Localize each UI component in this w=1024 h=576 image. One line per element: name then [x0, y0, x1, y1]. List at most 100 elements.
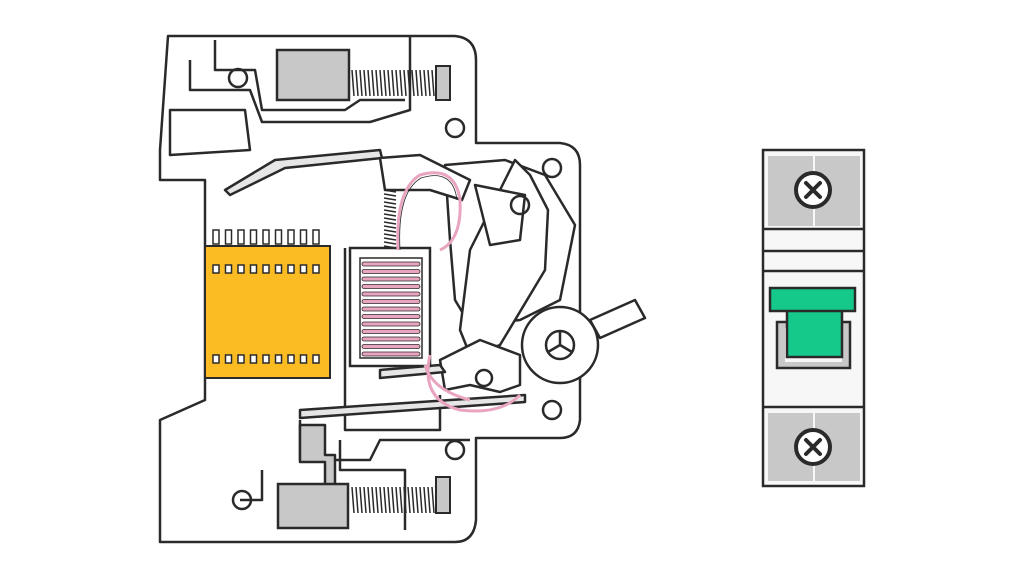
- screw-spring-bottom: [351, 486, 355, 514]
- coil-winding: [361, 276, 421, 282]
- hub-spokes: [547, 331, 573, 354]
- coil-winding: [361, 336, 421, 342]
- screw-spring-top: [407, 69, 411, 97]
- screw-spring-bottom: [427, 486, 431, 514]
- screw-spring-top: [431, 69, 435, 97]
- arc-plate-tab: [262, 229, 270, 245]
- screw-spring-top: [423, 69, 427, 97]
- trip-spring: [383, 233, 397, 237]
- trip-spring: [383, 221, 397, 225]
- screw-spring-top: [399, 69, 403, 97]
- arc-chute-slot: [212, 264, 220, 274]
- arc-plate-tab: [287, 229, 295, 245]
- arc-chute-slot: [274, 264, 283, 274]
- screw-spring-bottom: [431, 486, 435, 514]
- coil-winding: [361, 351, 421, 357]
- screw-spring-top: [355, 69, 359, 97]
- toggle-lever-cap[interactable]: [768, 286, 857, 313]
- latch-plate: [168, 108, 252, 157]
- screw-spring-top: [379, 69, 383, 97]
- arc-chute-slot: [224, 354, 233, 364]
- trip-spring: [383, 205, 397, 209]
- coil-winding: [361, 329, 421, 334]
- coil-wire-outline: [399, 175, 458, 251]
- terminal-screw-springs: [351, 69, 435, 514]
- coil-winding: [361, 261, 421, 267]
- screw-cross-icon: [794, 428, 832, 466]
- arc-chute-slot: [237, 264, 245, 274]
- mount-hole: [231, 489, 253, 511]
- arc-chute-slot: [274, 354, 283, 364]
- screw-spring-top: [403, 69, 407, 97]
- screw-spring-top: [411, 69, 415, 97]
- arc-chute-slot: [287, 264, 295, 274]
- inner-wall-top: [188, 36, 412, 124]
- coil-winding: [361, 314, 421, 319]
- trip-spring: [383, 241, 397, 245]
- mount-hole: [541, 157, 563, 179]
- trip-spring: [383, 237, 397, 241]
- arc-chute-slot: [299, 264, 308, 274]
- toggle-lever-stem[interactable]: [785, 308, 844, 359]
- screw-spring-top: [375, 69, 379, 97]
- screw-spring-bottom: [359, 486, 363, 514]
- arc-chute-slots: [212, 229, 320, 364]
- arc-chute-slot: [224, 264, 233, 274]
- screw-spring-bottom: [415, 486, 419, 514]
- screw-spring-bottom: [403, 486, 407, 514]
- trip-spring: [383, 225, 397, 229]
- coil-winding: [361, 269, 421, 274]
- mount-hole: [444, 117, 466, 139]
- coil-winding: [361, 344, 421, 349]
- coil-winding: [361, 306, 421, 312]
- mechanism-plate: [343, 248, 442, 432]
- screw-spring-top: [351, 69, 355, 97]
- screw-spring-bottom: [363, 486, 367, 514]
- mount-hole: [509, 194, 531, 216]
- screw-spring-top: [359, 69, 363, 97]
- mount-hole: [541, 399, 563, 421]
- trip-spring: [383, 189, 397, 193]
- screw-spring-top: [367, 69, 371, 97]
- terminal-nut-bottom: [435, 476, 451, 514]
- arc-plate-tab: [249, 229, 258, 245]
- arc-chute-slot: [262, 354, 270, 364]
- arc-chute-slot: [262, 264, 270, 274]
- coil-wire: [396, 171, 522, 413]
- screw-spring-bottom: [411, 486, 415, 514]
- coil-winding: [361, 321, 421, 327]
- coil-winding: [361, 291, 421, 297]
- mount-hole: [474, 368, 494, 388]
- trip-spring: [383, 213, 397, 217]
- trip-spring: [383, 229, 397, 233]
- screw-spring-bottom: [383, 486, 387, 514]
- screw-spring-bottom: [355, 486, 359, 514]
- arc-chute-slot: [312, 264, 320, 274]
- arc-plate-tab: [212, 229, 220, 245]
- screw-spring-bottom: [399, 486, 403, 514]
- screw-spring-bottom: [379, 486, 383, 514]
- terminal-block-bottom: [276, 482, 350, 530]
- arc-plate-tab: [312, 229, 320, 245]
- arc-plate-tab: [237, 229, 245, 245]
- arc-chute-slot: [237, 354, 245, 364]
- screw-spring-bottom: [395, 486, 399, 514]
- trip-spring: [383, 217, 397, 221]
- trip-spring: [383, 201, 397, 205]
- arc-chute-slot: [312, 354, 320, 364]
- screw-spring-bottom: [367, 486, 371, 514]
- screw-spring-bottom: [387, 486, 391, 514]
- arc-chute-slot: [249, 354, 258, 364]
- inner-wall-top-2: [213, 40, 405, 112]
- screw-spring-top: [395, 69, 399, 97]
- trip-linkage: [438, 338, 522, 394]
- trip-spring: [383, 197, 397, 201]
- arc-chute-slot: [249, 264, 258, 274]
- terminal-block-top: [275, 48, 351, 102]
- screw-spring-top: [383, 69, 387, 97]
- handle-arm: [588, 298, 647, 340]
- screw-spring-top: [427, 69, 431, 97]
- coil-winding: [361, 299, 421, 304]
- screw-spring-top: [371, 69, 375, 97]
